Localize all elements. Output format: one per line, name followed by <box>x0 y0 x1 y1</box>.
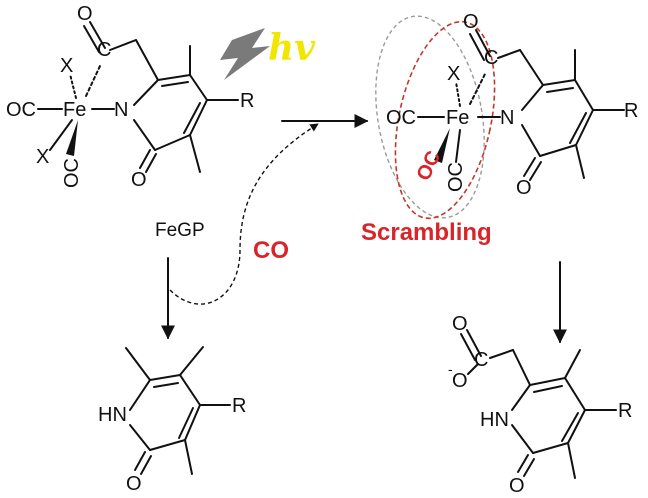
fegp-x-lower-label: X <box>36 146 49 168</box>
pyridinone-r-label: R <box>232 395 246 417</box>
carboxylate-r-label: R <box>618 400 632 422</box>
scrambling-label: Scrambling <box>361 219 492 246</box>
carboxylate-ring-oxygen-label: O <box>509 475 525 497</box>
scrambled-co-left-label: OC <box>386 107 416 129</box>
scrambled-molecule: Fe N O C O X R OC OC OC <box>375 11 638 220</box>
fegp-co-left-label: OC <box>6 99 36 121</box>
carboxylate-hn-label: HN <box>480 409 509 431</box>
fegp-iron-label: Fe <box>63 99 86 121</box>
fegp-molecule: Fe N O C O X X R OC OC <box>6 3 254 191</box>
scramble-ellipse-dark <box>394 20 496 220</box>
pyridinone-hn-label: HN <box>98 404 127 426</box>
fegp-acyl-carbon-label: C <box>97 39 111 61</box>
carboxylate-carbon-label: C <box>474 349 488 371</box>
carboxylate-oxygen-lower-label: O <box>452 370 468 392</box>
scrambled-x-label: X <box>447 63 460 85</box>
pyridinone-oxygen-label: O <box>126 473 142 495</box>
carboxylate-minus-label: - <box>448 361 453 377</box>
co-gas-label: CO <box>253 237 289 264</box>
pyridinone-product: HN O R <box>98 346 246 495</box>
carboxylate-oxygen-upper-label: O <box>452 313 468 335</box>
hv-label: hv <box>268 27 316 69</box>
fegp-nitrogen-label: N <box>114 99 128 121</box>
lightning-icon <box>220 28 270 80</box>
fegp-r-label: R <box>240 90 254 112</box>
scrambled-acyl-carbon-label: C <box>484 47 498 69</box>
fegp-name-label: FeGP <box>155 220 205 241</box>
scrambled-r-label: R <box>624 100 638 122</box>
scrambled-ring-oxygen-label: O <box>516 177 532 199</box>
scrambled-co-bottom-label: OC <box>445 162 467 192</box>
scrambled-iron-label: Fe <box>446 107 469 129</box>
scrambled-nitrogen-label: N <box>500 107 514 129</box>
carboxylate-product: HN O R O C O - <box>448 313 632 497</box>
scrambled-acyl-oxygen-label: O <box>463 11 479 33</box>
fegp-ring-oxygen-label: O <box>131 169 147 191</box>
fegp-x-upper-label: X <box>60 55 73 77</box>
co-return-arrow <box>169 123 319 305</box>
fegp-acyl-oxygen-label: O <box>77 3 93 25</box>
fegp-co-bottom-label: OC <box>61 158 83 188</box>
